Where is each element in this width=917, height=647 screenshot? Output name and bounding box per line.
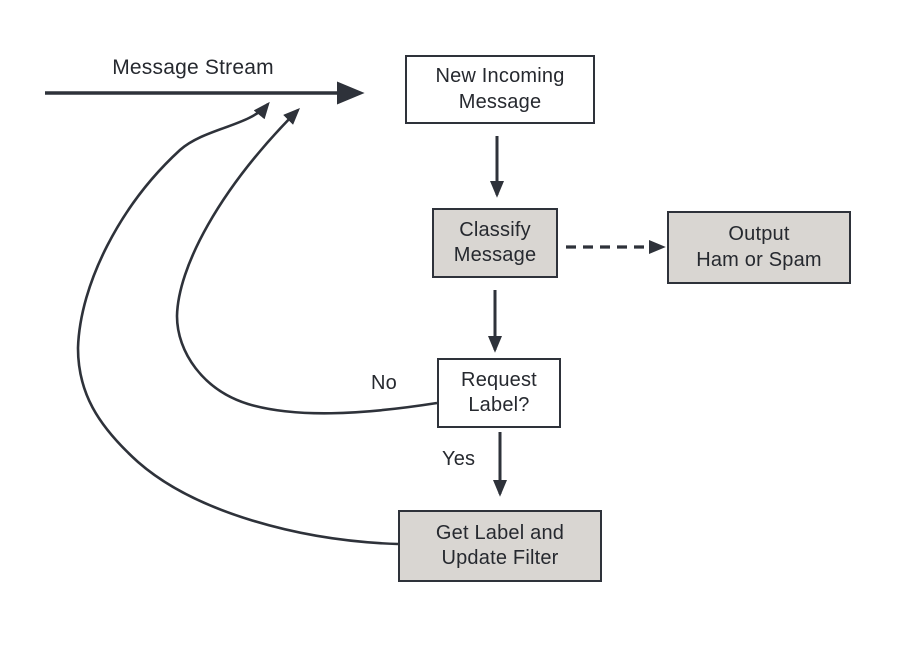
node-request-label-line1: Request	[461, 368, 537, 391]
node-get-label-update-filter: Get Label and Update Filter	[398, 510, 602, 582]
node-output-ham-or-spam-line2: Ham or Spam	[696, 248, 822, 271]
node-request-label: Request Label?	[437, 358, 561, 428]
message-stream-label: Message Stream	[112, 56, 274, 79]
node-request-label-line2: Label?	[468, 394, 530, 416]
curve-no-branch	[175, 108, 438, 415]
node-new-incoming-message-line1: New Incoming	[435, 65, 565, 88]
no-branch-label: No	[371, 372, 397, 394]
node-output-ham-or-spam: Output Ham or Spam	[667, 211, 851, 284]
node-get-label-update-filter-line1: Get Label and	[435, 521, 565, 544]
node-output-ham-or-spam-line1: Output	[728, 223, 790, 246]
node-new-incoming-message-line2: Message	[458, 90, 542, 113]
node-new-incoming-message: New Incoming Message	[405, 55, 595, 124]
curve-update-loop	[76, 101, 399, 546]
node-classify-message: Classify Message	[432, 208, 558, 278]
node-classify-message-line1: Classify	[459, 218, 531, 241]
node-classify-message-line2: Message	[453, 244, 537, 266]
yes-branch-label: Yes	[442, 448, 476, 470]
node-get-label-update-filter-line2: Update Filter	[441, 547, 559, 569]
